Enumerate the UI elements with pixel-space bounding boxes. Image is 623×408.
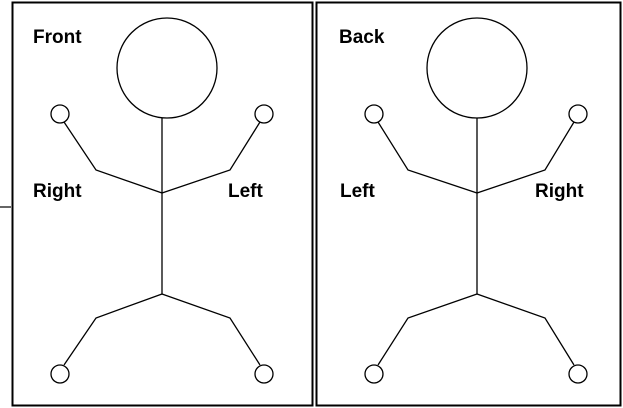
front-arm-label-right: Left (228, 181, 264, 202)
front-arm-viewer-left (63, 121, 163, 194)
back-panel-title: Back (339, 27, 385, 48)
back-arm-viewer-left (377, 121, 478, 194)
back-head (426, 17, 528, 119)
back-arm-label-right: Right (535, 181, 584, 202)
front-stick-figure (50, 17, 274, 384)
back-foot-left (364, 364, 384, 384)
back-hand-right (568, 104, 588, 124)
front-head (116, 17, 218, 119)
front-foot-left (50, 364, 70, 384)
back-arm-viewer-right (476, 121, 575, 194)
front-hand-left (50, 104, 70, 124)
front-leg-left (63, 293, 163, 366)
back-leg-right (476, 293, 575, 366)
front-panel-frame (11, 1, 314, 407)
front-foot-right (254, 364, 274, 384)
front-hand-right (254, 104, 274, 124)
back-hand-left (364, 104, 384, 124)
front-arm-label-left: Right (33, 181, 82, 202)
back-foot-right (568, 364, 588, 384)
back-leg-left (377, 293, 478, 366)
front-arm-viewer-right (161, 121, 261, 194)
front-leg-right (161, 293, 261, 366)
back-arm-label-left: Left (340, 181, 376, 202)
front-panel: Front Right Left (11, 1, 314, 407)
back-panel-frame (315, 1, 622, 407)
back-stick-figure (364, 17, 588, 384)
back-panel: Back Left Right (315, 1, 622, 407)
front-panel-title: Front (33, 27, 82, 48)
